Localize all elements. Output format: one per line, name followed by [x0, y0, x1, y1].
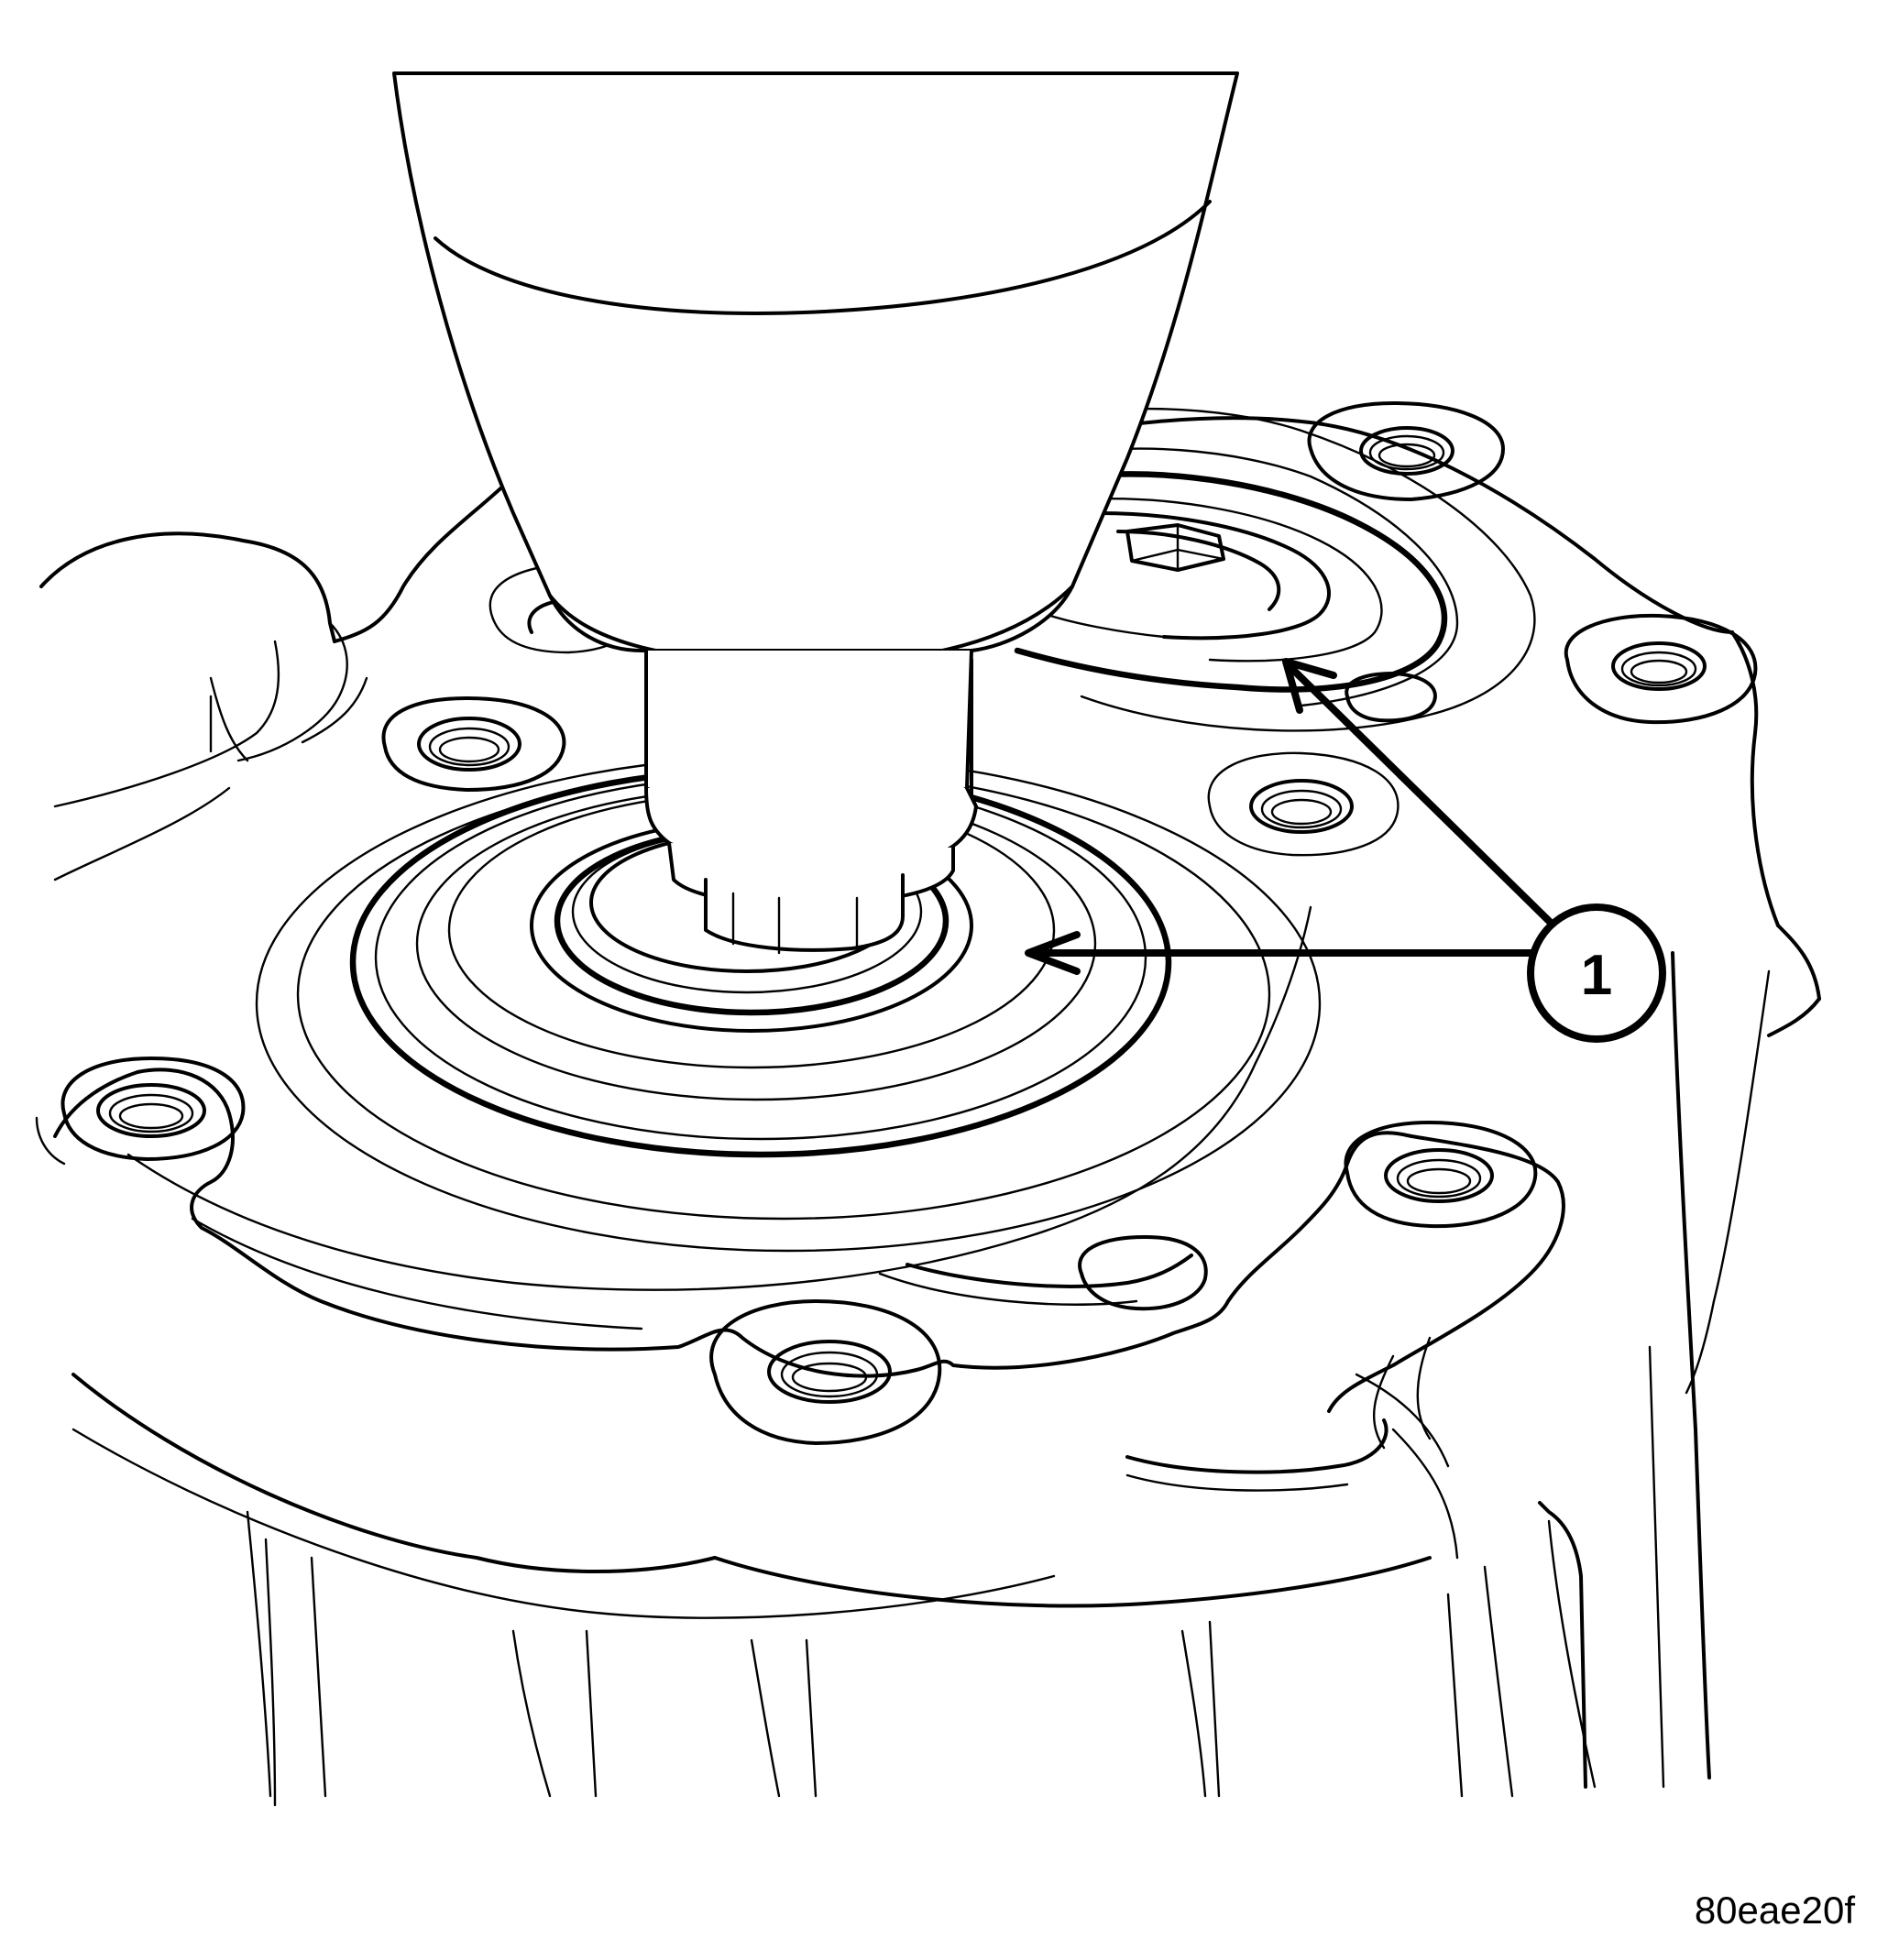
bolt-hole [1207, 751, 1400, 857]
leader-arrowhead-rear [1282, 658, 1337, 714]
bolt-hole [1344, 1121, 1538, 1229]
leader-line-rear-seal [1289, 665, 1553, 925]
front-flange [35, 905, 1565, 1492]
leader-arrowhead-front [1025, 931, 1081, 975]
callout-circle [1527, 903, 1666, 1043]
callout-number: 1 [1581, 944, 1612, 1007]
transmission-housing [39, 416, 1821, 1807]
callout-1: 1 [1025, 658, 1666, 1043]
bolt-holes [60, 401, 1758, 1445]
bolt-hole [1564, 613, 1758, 725]
bolt-hole [709, 1299, 942, 1445]
figure-id-label: 80eae20f [1694, 1889, 1855, 1932]
seal-installer-tool [392, 71, 1239, 955]
bolt-hole [381, 696, 566, 792]
bolt-hole [1307, 401, 1505, 501]
bolt-hole [60, 1057, 246, 1161]
